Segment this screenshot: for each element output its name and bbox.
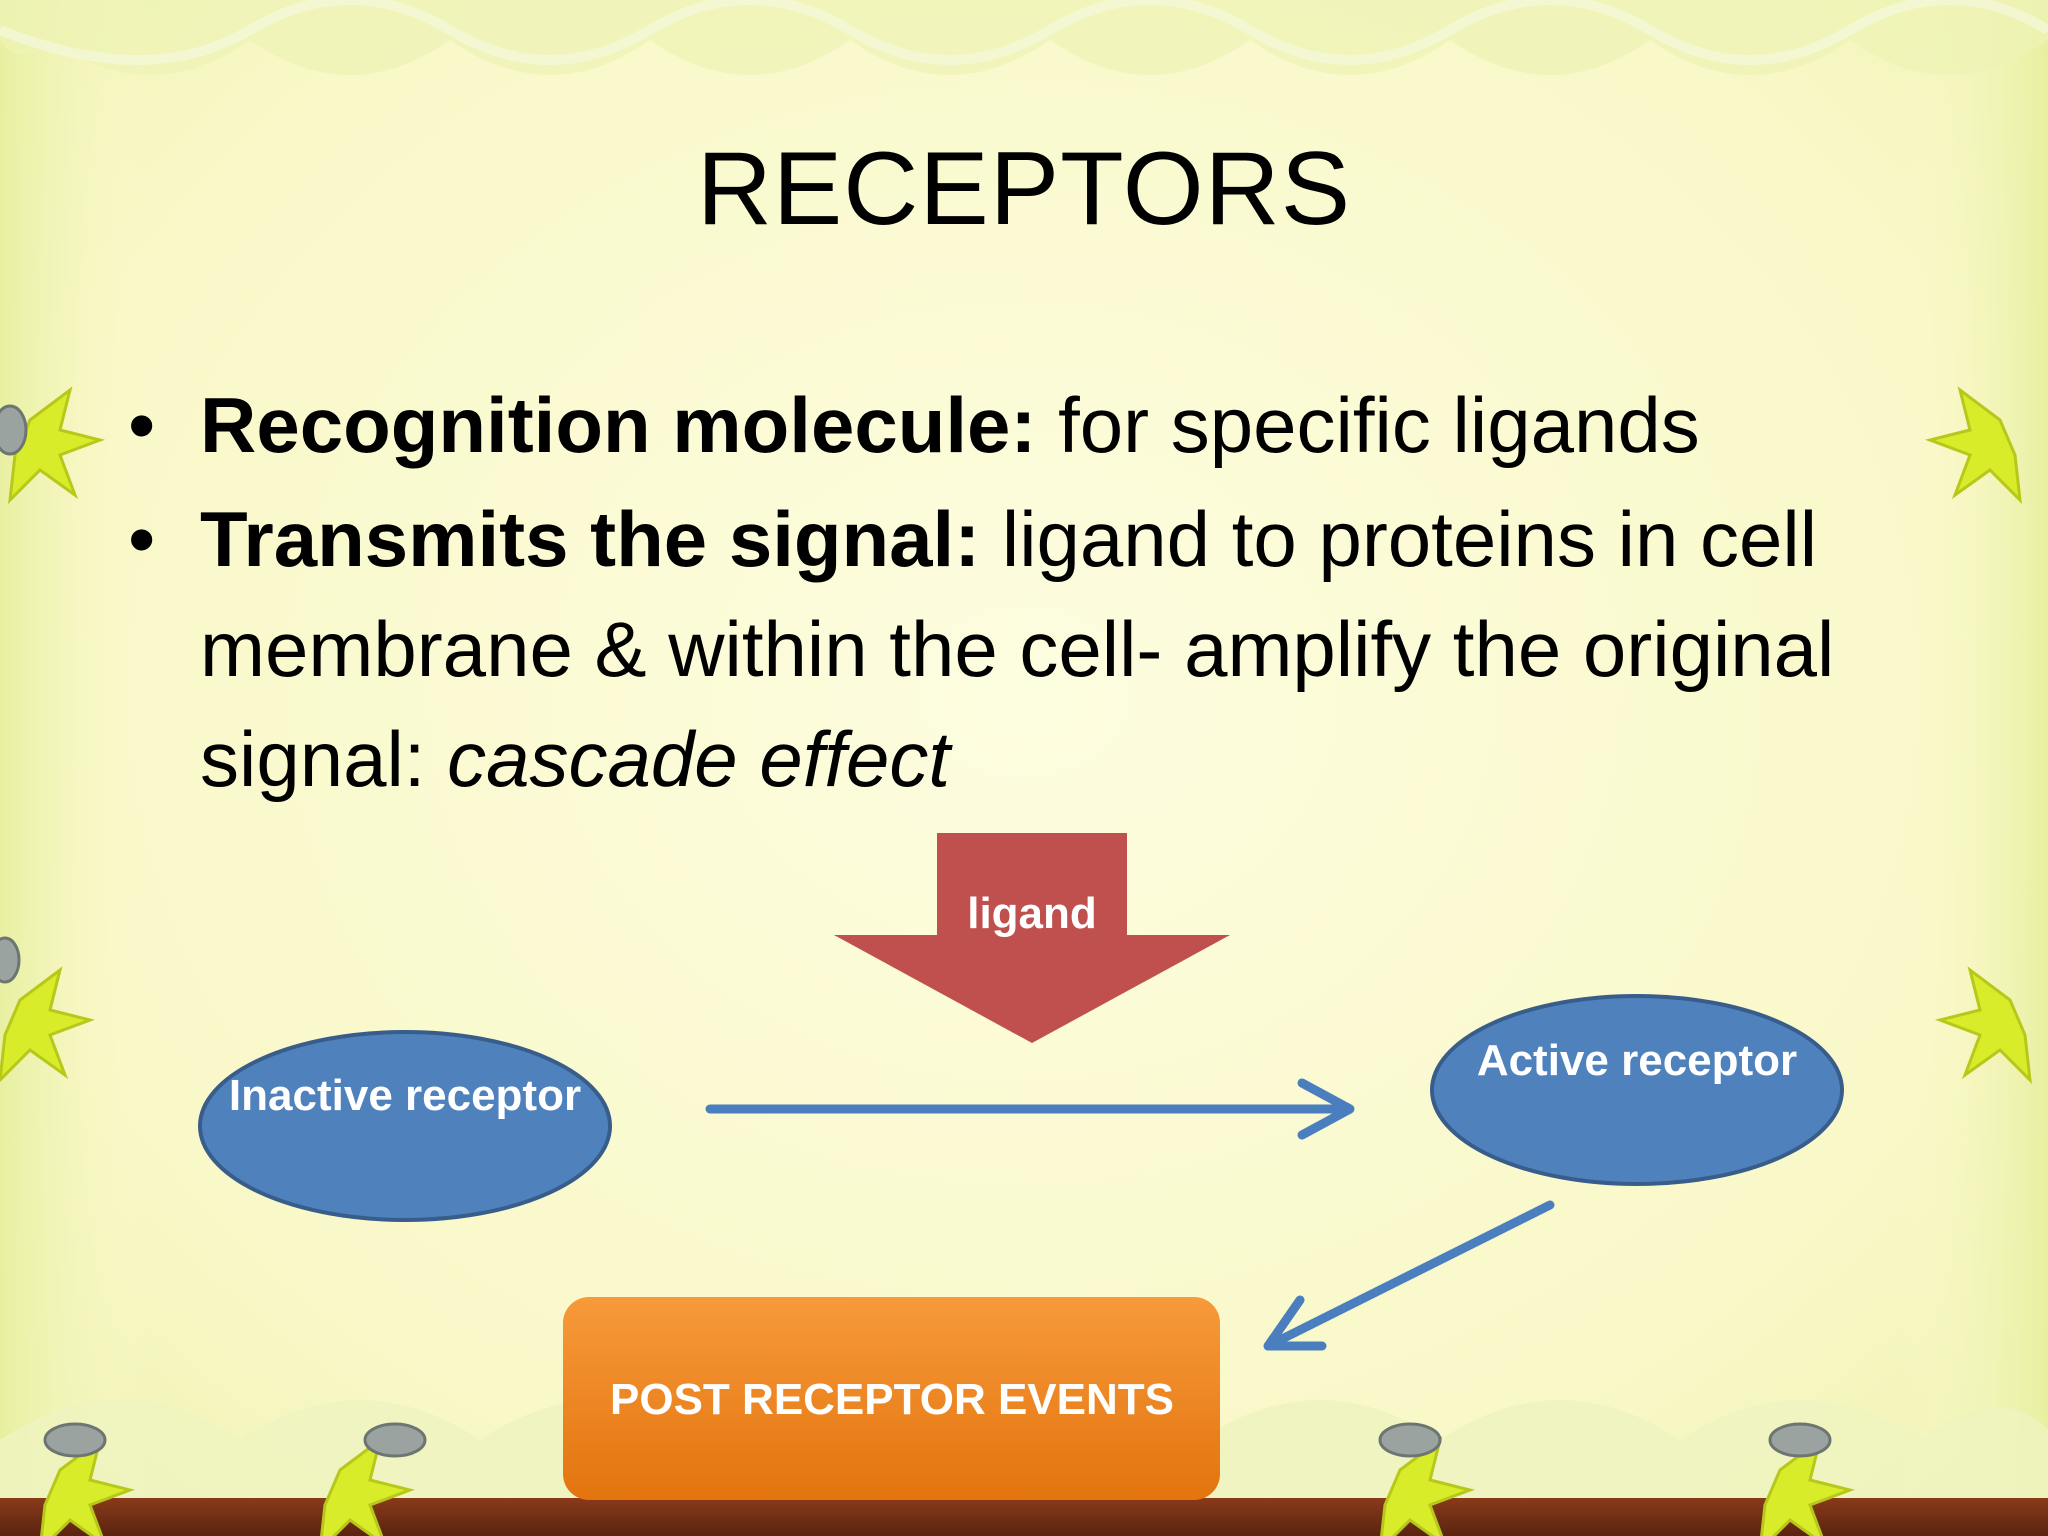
active-receptor-ellipse (1430, 994, 1844, 1186)
ligand-label: ligand (967, 889, 1097, 938)
slide-title: RECEPTORS (696, 131, 1352, 247)
cascade-arrow (1263, 1200, 1555, 1351)
bullet-emphasis: cascade effect (447, 715, 951, 803)
bullet-marker: • (128, 381, 156, 469)
bullet-description: for specific ligands (1036, 381, 1700, 469)
bullet-term: Transmits the signal: (200, 495, 981, 583)
active-receptor-label: Active receptor (1476, 1036, 1798, 1085)
bullet-item: • Transmits the signal: ligand to protei… (128, 484, 1948, 814)
bullet-item: • Recognition molecule: for specific lig… (128, 370, 1948, 480)
ligand-arrow (834, 833, 1230, 1043)
inactive-receptor-ellipse (198, 1030, 612, 1222)
inactive-receptor-label: Inactive receptor (228, 1071, 582, 1120)
activation-arrow (705, 1078, 1355, 1140)
bullet-description: ligand to proteins in cell membrane & wi… (200, 495, 1835, 803)
post-receptor-events-box (563, 1297, 1220, 1500)
bullet-term: Recognition molecule: (200, 381, 1037, 469)
bullet-list: • Recognition molecule: for specific lig… (128, 370, 1948, 818)
post-receptor-events-label: POST RECEPTOR EVENTS (610, 1375, 1174, 1424)
bullet-marker: • (128, 495, 156, 583)
